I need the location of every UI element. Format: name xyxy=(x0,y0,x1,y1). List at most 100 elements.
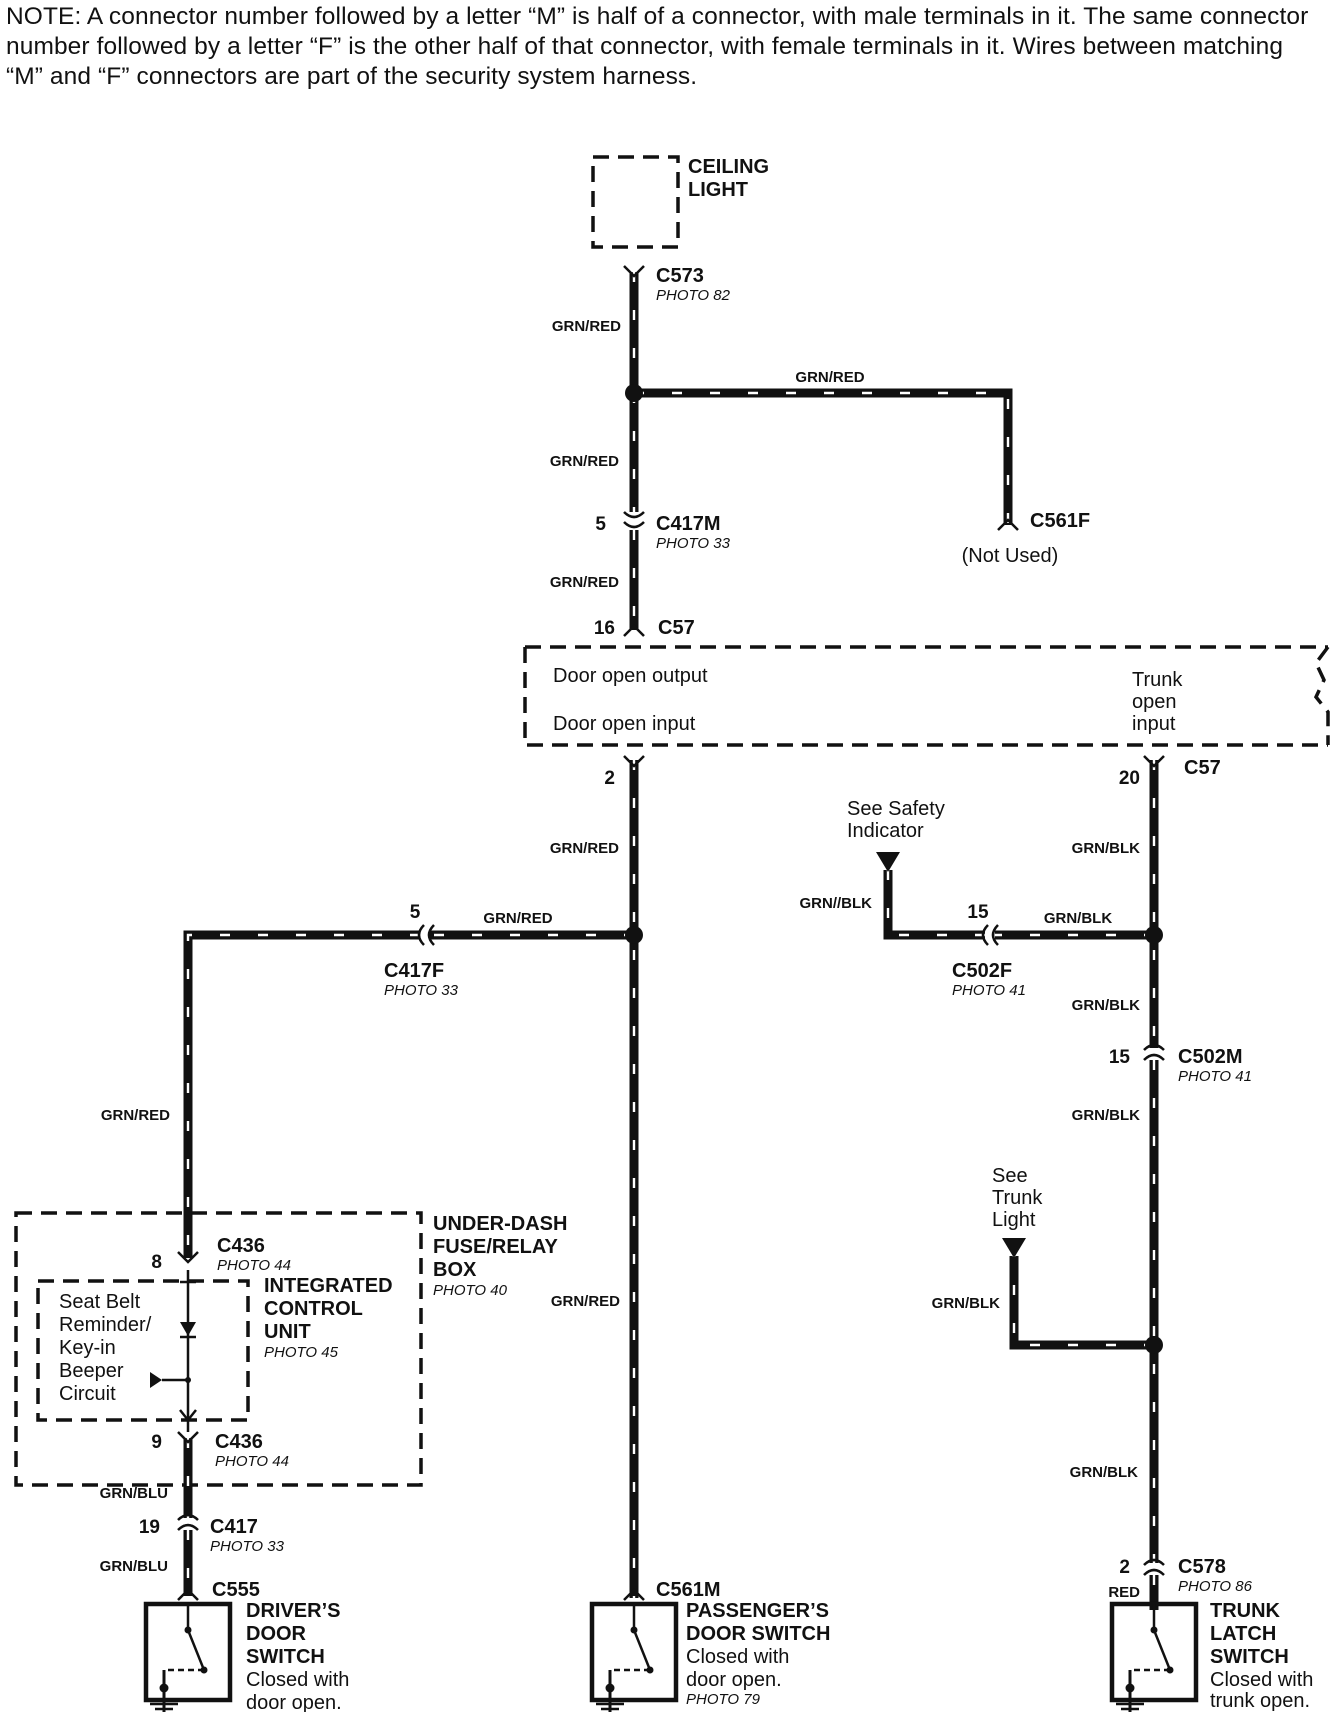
c502f-id: C502F xyxy=(952,960,1012,982)
door-open-input: Door open input xyxy=(553,713,696,735)
trunk-name-2: LATCH xyxy=(1210,1623,1276,1645)
door-open-output: Door open output xyxy=(553,665,708,687)
c578-id: C578 xyxy=(1178,1556,1226,1578)
wire-label-grn-blu-1: GRN/BLU xyxy=(100,1485,168,1502)
wire-label-c561f: GRN/RED xyxy=(795,369,864,386)
c57-left-fork xyxy=(623,755,645,768)
wire-trunk-light-stripe xyxy=(1012,1256,1154,1347)
passenger-name-1: PASSENGER’S xyxy=(686,1600,829,1622)
c561m-fork xyxy=(623,1588,645,1601)
wire-label-c502f: GRN/BLK xyxy=(1044,910,1112,927)
c502f-photo: PHOTO 41 xyxy=(952,982,1026,999)
wire-trunk-light xyxy=(1009,1256,1154,1350)
c555-id: C555 xyxy=(212,1579,260,1601)
ceiling-light-name-2: LIGHT xyxy=(688,179,748,201)
c436-top-pin: 8 xyxy=(151,1252,162,1273)
wire-splice-c561f-stripe xyxy=(634,391,1010,525)
c555-fork xyxy=(177,1588,199,1601)
drivers-door-switch-symbol xyxy=(143,1601,233,1712)
ceiling-light-box xyxy=(591,155,680,249)
trunk-light-arrow xyxy=(1002,1238,1026,1258)
wire-splice-c561f xyxy=(634,388,1013,525)
trunk-light-ref-2: Trunk xyxy=(992,1187,1043,1209)
c417-id: C417 xyxy=(210,1516,258,1538)
c57-left-pin: 2 xyxy=(604,768,615,789)
passenger-photo: PHOTO 79 xyxy=(686,1691,761,1708)
trunk-open-input-1: Trunk xyxy=(1132,669,1183,691)
beeper-3: Key-in xyxy=(59,1337,116,1359)
wire-label-c417f: GRN/RED xyxy=(483,910,552,927)
trunk-desc-2: trunk open. xyxy=(1210,1690,1310,1712)
c502m-symbol xyxy=(1143,1043,1165,1061)
trunk-name-1: TRUNK xyxy=(1210,1600,1281,1622)
c561m-id: C561M xyxy=(656,1579,720,1601)
c57-top-fork xyxy=(623,624,645,637)
icu-box xyxy=(36,1279,250,1422)
c578-photo: PHOTO 86 xyxy=(1178,1578,1253,1595)
c417-pin: 19 xyxy=(139,1517,160,1538)
trunk-name-3: SWITCH xyxy=(1210,1646,1289,1668)
control-box-outline xyxy=(523,645,1330,747)
drivers-desc-1: Closed with xyxy=(246,1669,349,1691)
drivers-desc-2: door open. xyxy=(246,1692,342,1712)
c436-top-fork xyxy=(177,1251,199,1264)
connector-symbols xyxy=(177,265,1165,1601)
passengers-door-switch-symbol xyxy=(589,1601,679,1712)
icu-name-2: CONTROL xyxy=(264,1298,363,1320)
under-dash-box xyxy=(14,1211,423,1487)
trunk-light-ref-1: See xyxy=(992,1165,1028,1187)
beeper-1: Seat Belt xyxy=(59,1291,141,1313)
wire-label-c502m-down: GRN/BLK xyxy=(1072,1107,1140,1124)
c502m-id: C502M xyxy=(1178,1046,1242,1068)
under-dash-photo: PHOTO 40 xyxy=(433,1282,508,1299)
c417m-photo: PHOTO 33 xyxy=(656,535,731,552)
wire-c417f-c436-stripe xyxy=(186,933,420,1258)
ceiling-light-name-1: CEILING xyxy=(688,156,769,178)
c436-bottom-fork xyxy=(177,1431,199,1444)
wire-label-c57-left: GRN/RED xyxy=(550,840,619,857)
wire-group xyxy=(183,272,1159,1610)
c578-symbol xyxy=(1143,1558,1165,1576)
drivers-name-1: DRIVER’S xyxy=(246,1600,340,1622)
passenger-desc-1: Closed with xyxy=(686,1646,789,1668)
c417m-symbol xyxy=(623,511,645,529)
icu-photo: PHOTO 45 xyxy=(264,1344,339,1361)
c417-symbol xyxy=(177,1513,199,1531)
beeper-4: Beeper xyxy=(59,1360,124,1382)
c436-bot-photo: PHOTO 44 xyxy=(215,1453,289,1470)
c417m-id: C417M xyxy=(656,513,720,535)
c417f-id: C417F xyxy=(384,960,444,982)
c561f-id: C561F xyxy=(1030,510,1090,532)
trunk-light-ref-3: Light xyxy=(992,1209,1036,1231)
passenger-name-2: DOOR SWITCH xyxy=(686,1623,830,1645)
trunk-latch-switch-symbol xyxy=(1109,1601,1199,1712)
drivers-name-2: DOOR xyxy=(246,1623,307,1645)
c502f-symbol xyxy=(981,924,999,946)
c561f-status: (Not Used) xyxy=(962,545,1059,567)
c578-pin: 2 xyxy=(1119,1557,1130,1578)
c417m-pin: 5 xyxy=(595,514,606,535)
c57-right-fork xyxy=(1143,755,1165,768)
trunk-open-input-2: open xyxy=(1132,691,1177,713)
trunk-desc-1: Closed with xyxy=(1210,1669,1313,1691)
c436-top-id: C436 xyxy=(217,1235,265,1257)
wire-label-c578-up: GRN/BLK xyxy=(1070,1464,1138,1481)
passenger-desc-2: door open. xyxy=(686,1669,782,1691)
wire-label-c417m-up: GRN/RED xyxy=(550,453,619,470)
splice-left xyxy=(625,926,643,944)
c417f-photo: PHOTO 33 xyxy=(384,982,459,999)
safety-ref-1: See Safety xyxy=(847,798,945,820)
c417f-pin: 5 xyxy=(410,902,421,923)
c417f-symbol xyxy=(417,924,435,946)
wire-label-c57-right: GRN/BLK xyxy=(1072,840,1140,857)
wire-label-passenger: GRN/RED xyxy=(551,1293,620,1310)
wire-label-c502m-up: GRN/BLK xyxy=(1072,997,1140,1014)
wire-label-c573: GRN/RED xyxy=(552,318,621,335)
under-dash-name-1: UNDER-DASH xyxy=(433,1213,567,1235)
under-dash-name-3: BOX xyxy=(433,1259,477,1281)
beeper-circuit xyxy=(150,1270,197,1432)
wire-label-c417m-down: GRN/RED xyxy=(550,574,619,591)
wire-label-red: RED xyxy=(1108,1584,1140,1601)
icu-name-3: UNIT xyxy=(264,1321,311,1343)
